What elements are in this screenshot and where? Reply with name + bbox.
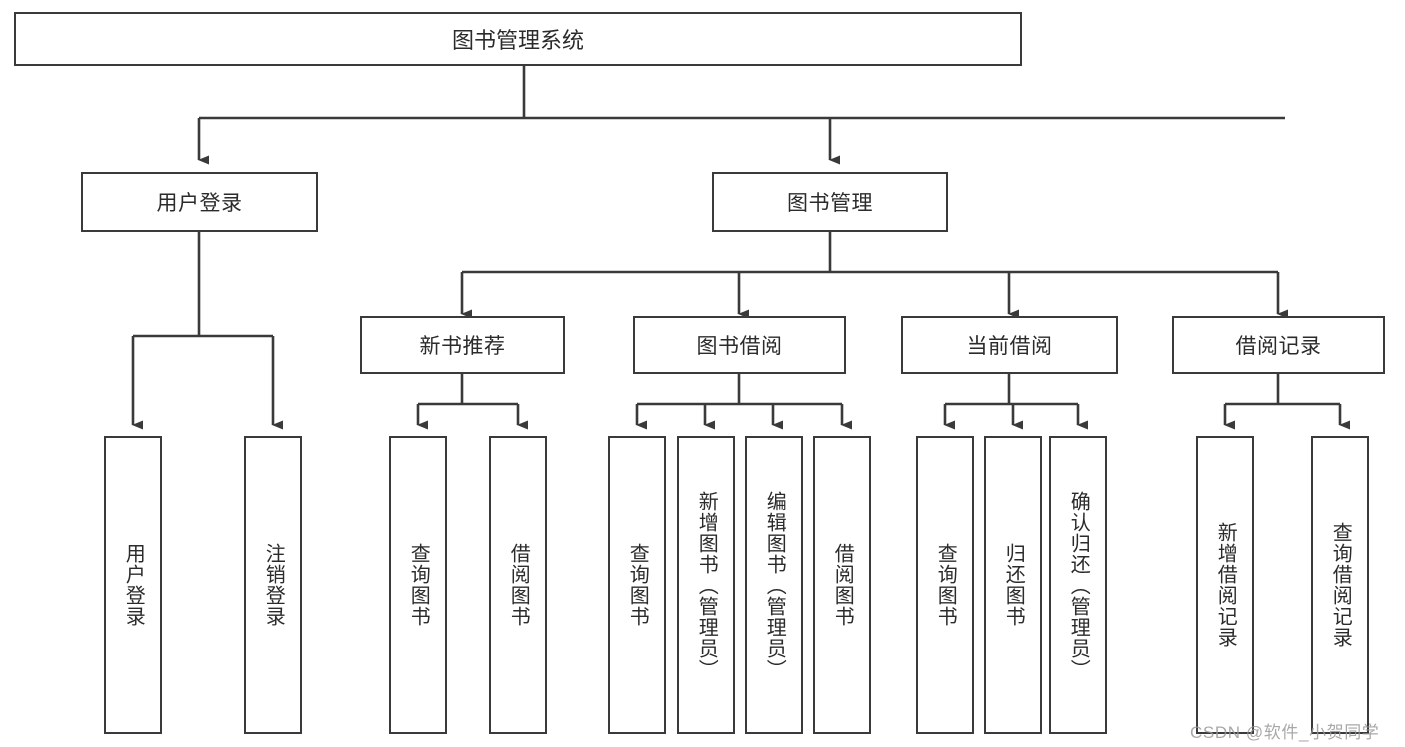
node-book-management-label: 图书管理 bbox=[787, 192, 873, 215]
node-new-book-recommend[interactable]: 新书推荐 bbox=[360, 316, 565, 374]
leaf-label: 归还图书 bbox=[1002, 543, 1025, 627]
leaf-label: 编辑图书（管理员） bbox=[763, 490, 786, 680]
leaf-current-borrow-return[interactable]: 归还图书 bbox=[984, 436, 1042, 734]
leaf-new-book-borrow[interactable]: 借阅图书 bbox=[489, 436, 547, 734]
leaf-label: 查询图书 bbox=[934, 543, 957, 627]
node-user-login-label: 用户登录 bbox=[156, 192, 243, 215]
node-root[interactable]: 图书管理系统 bbox=[14, 12, 1022, 66]
node-user-login[interactable]: 用户登录 bbox=[81, 172, 318, 232]
leaf-current-borrow-query[interactable]: 查询图书 bbox=[916, 436, 974, 734]
leaf-label: 注销登录 bbox=[262, 543, 285, 627]
leaf-label: 借阅图书 bbox=[831, 543, 854, 627]
node-book-borrow-label: 图书借阅 bbox=[696, 335, 783, 358]
leaf-user-login-logout[interactable]: 注销登录 bbox=[244, 436, 302, 734]
leaf-book-borrow-add[interactable]: 新增图书（管理员） bbox=[677, 436, 735, 734]
node-new-book-recommend-label: 新书推荐 bbox=[419, 335, 506, 358]
node-book-borrow[interactable]: 图书借阅 bbox=[633, 316, 846, 374]
leaf-label: 查询图书 bbox=[626, 543, 649, 627]
leaf-label: 新增图书（管理员） bbox=[695, 490, 718, 680]
leaf-label: 查询借阅记录 bbox=[1329, 522, 1352, 648]
node-current-borrow-label: 当前借阅 bbox=[966, 335, 1053, 358]
leaf-book-borrow-edit[interactable]: 编辑图书（管理员） bbox=[745, 436, 803, 734]
leaf-book-borrow-borrow[interactable]: 借阅图书 bbox=[813, 436, 871, 734]
leaf-label: 确认归还（管理员） bbox=[1067, 490, 1090, 680]
leaf-book-borrow-query[interactable]: 查询图书 bbox=[608, 436, 666, 734]
leaf-new-book-query[interactable]: 查询图书 bbox=[389, 436, 447, 734]
leaf-label: 用户登录 bbox=[122, 543, 145, 627]
leaf-current-borrow-confirm-return[interactable]: 确认归还（管理员） bbox=[1049, 436, 1107, 734]
leaf-label: 新增借阅记录 bbox=[1214, 522, 1237, 648]
leaf-user-login-login[interactable]: 用户登录 bbox=[104, 436, 162, 734]
leaf-label: 查询图书 bbox=[407, 543, 430, 627]
node-current-borrow[interactable]: 当前借阅 bbox=[901, 316, 1118, 374]
node-borrow-record[interactable]: 借阅记录 bbox=[1172, 316, 1385, 374]
watermark: CSDN @软件_小贺同学 bbox=[1190, 723, 1380, 742]
leaf-label: 借阅图书 bbox=[507, 543, 530, 627]
node-borrow-record-label: 借阅记录 bbox=[1235, 335, 1322, 358]
leaf-borrow-record-add[interactable]: 新增借阅记录 bbox=[1196, 436, 1254, 734]
node-book-management[interactable]: 图书管理 bbox=[712, 172, 948, 232]
leaf-borrow-record-query[interactable]: 查询借阅记录 bbox=[1311, 436, 1369, 734]
node-root-label: 图书管理系统 bbox=[451, 28, 584, 53]
